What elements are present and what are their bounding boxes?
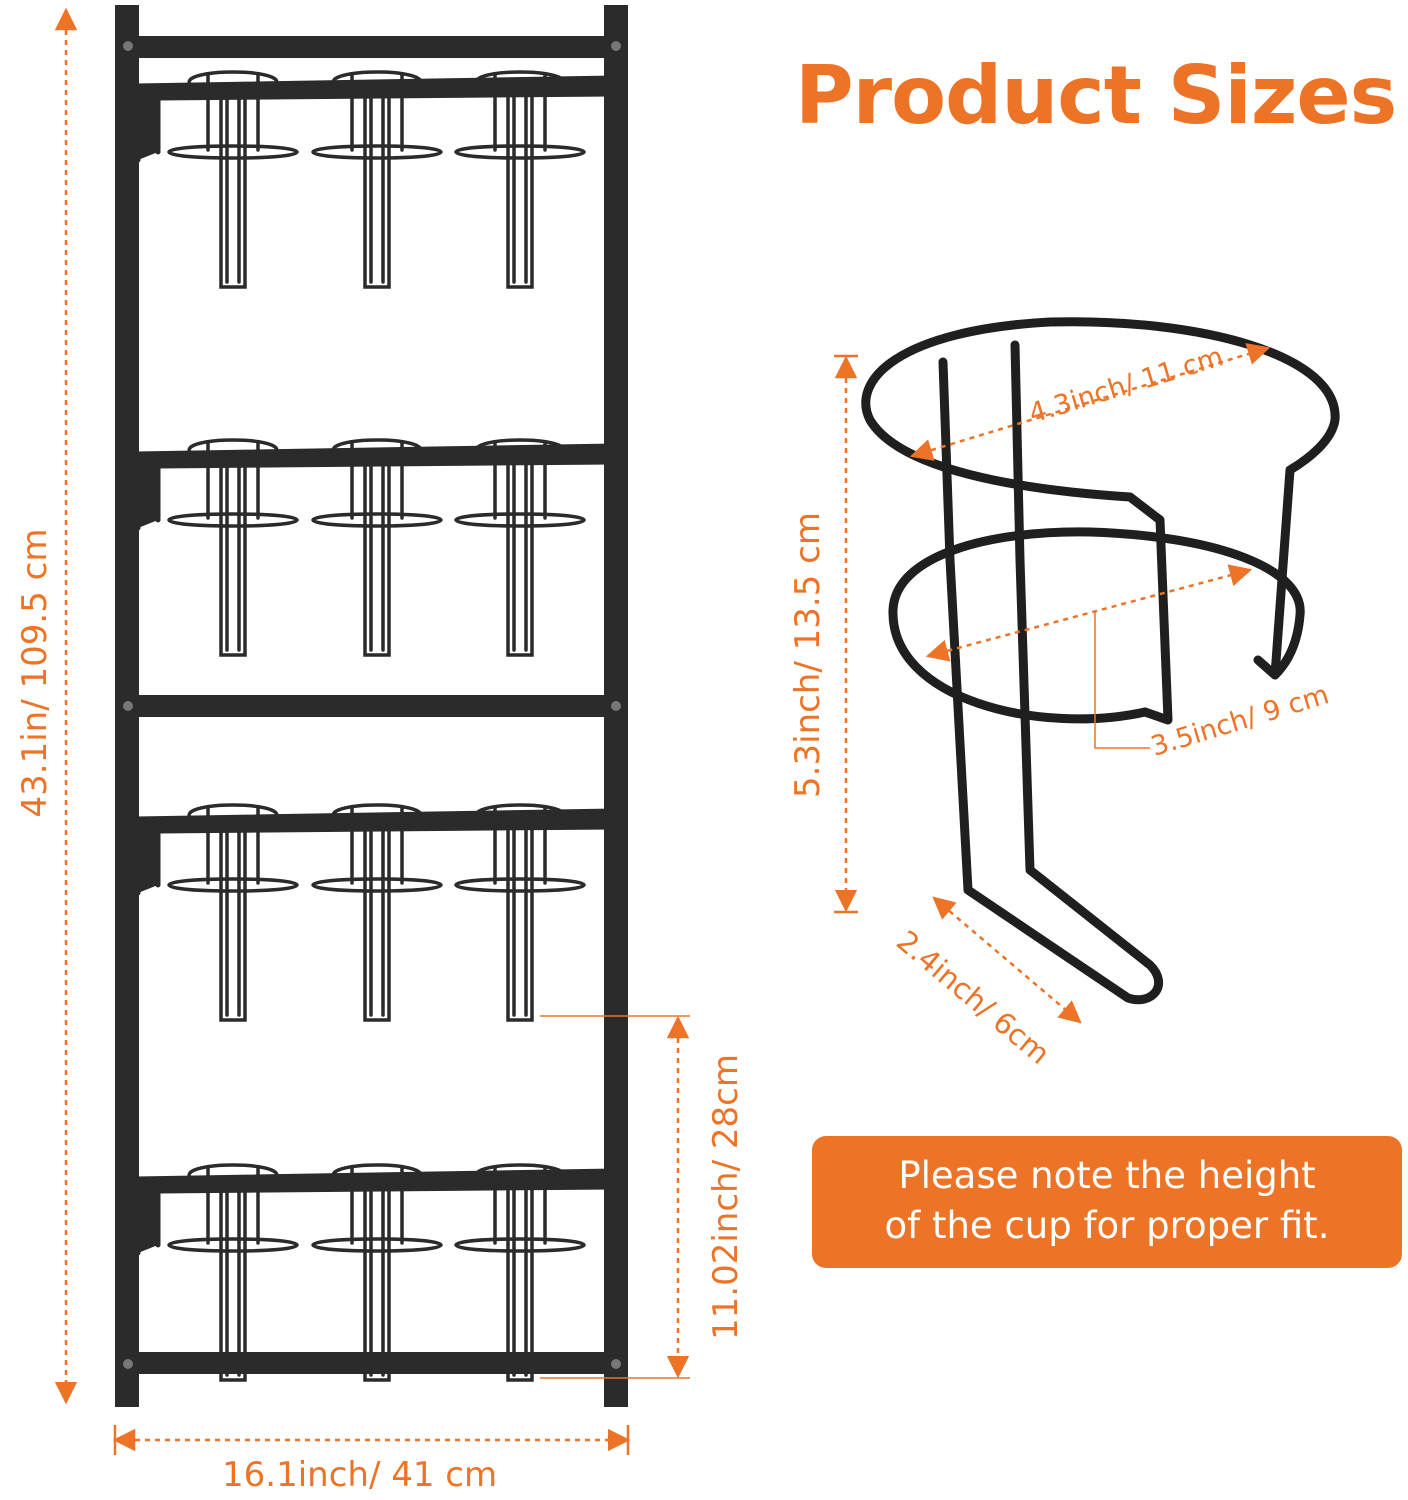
holder-tiers	[135, 70, 615, 1382]
mini-cup-holder	[311, 1163, 443, 1382]
mini-cup-holder	[454, 438, 586, 657]
mini-cup-holder	[311, 438, 443, 657]
mini-cup-holder	[454, 803, 586, 1022]
rack-tier	[135, 803, 615, 1022]
mini-cup-holder	[311, 803, 443, 1022]
mini-cup-holder	[167, 70, 299, 289]
dimension-lines	[54, 7, 1271, 1455]
mini-cup-holder	[454, 1163, 586, 1382]
rack-tier	[135, 438, 615, 657]
middle-crossbar	[139, 695, 604, 717]
mini-cup-holder	[454, 70, 586, 289]
mini-cup-holder	[311, 70, 443, 289]
mini-cup-holder	[167, 438, 299, 657]
fit-note-line-1: Please note the height	[898, 1154, 1316, 1197]
mini-cup-holder	[167, 803, 299, 1022]
mini-cup-holder	[167, 1163, 299, 1382]
wall-rack	[115, 5, 628, 1407]
rack-tier	[135, 70, 615, 289]
fit-note-banner: Please note the height of the cup for pr…	[812, 1136, 1402, 1268]
holder-height-label: 5.3inch/ 13.5 cm	[788, 512, 828, 798]
cup-holder-detail	[861, 317, 1340, 1005]
tier-bracket	[135, 443, 615, 531]
page-title: Product Sizes	[795, 49, 1397, 142]
fit-note-line-2: of the cup for proper fit.	[884, 1204, 1330, 1247]
total-width-label: 16.1inch/ 41 cm	[222, 1455, 498, 1495]
top-crossbar	[139, 36, 604, 58]
base-depth-line	[932, 896, 1082, 1024]
tier-bracket	[135, 808, 615, 896]
tier-bracket	[135, 1168, 615, 1256]
bottom-ring-diameter-line	[925, 564, 1253, 662]
tier-spacing-label: 11.02inch/ 28cm	[706, 1054, 746, 1340]
top-ring-diameter-line	[909, 343, 1271, 461]
total-height-label: 43.1in/ 109.5 cm	[15, 528, 55, 818]
tier-bracket	[135, 75, 615, 163]
rack-tier	[135, 1163, 615, 1382]
